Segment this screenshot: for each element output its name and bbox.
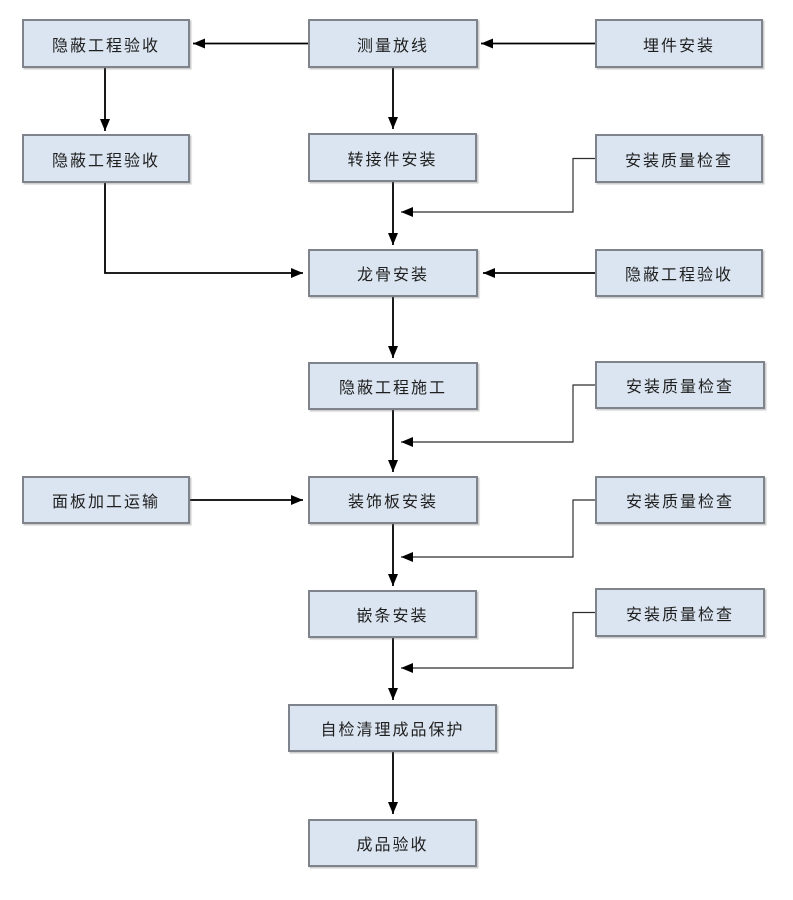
node-adapter-install: 转接件安装 xyxy=(308,133,477,182)
node-quality-check-1: 安装质量检查 xyxy=(595,134,763,183)
node-panel-processing-transport: 面板加工运输 xyxy=(22,476,190,524)
node-decorative-panel-install: 装饰板安装 xyxy=(308,476,478,524)
node-quality-check-4: 安装质量检查 xyxy=(595,588,765,637)
node-hidden-works-acceptance-1: 隐蔽工程验收 xyxy=(22,19,190,68)
node-finished-product-acceptance: 成品验收 xyxy=(308,819,477,867)
node-hidden-works-construction: 隐蔽工程施工 xyxy=(308,362,478,410)
node-quality-check-2: 安装质量检查 xyxy=(595,361,765,409)
node-embedded-parts-install: 埋件安装 xyxy=(595,19,763,68)
node-keel-install: 龙骨安装 xyxy=(308,249,478,297)
node-trim-strip-install: 嵌条安装 xyxy=(308,590,477,638)
node-self-check-cleanup-protection: 自检清理成品保护 xyxy=(288,704,497,752)
edge-hidden2-to-keel xyxy=(104,183,303,278)
node-measure-setout: 测量放线 xyxy=(308,19,478,68)
node-hidden-works-acceptance-3: 隐蔽工程验收 xyxy=(595,249,763,297)
node-hidden-works-acceptance-2: 隐蔽工程验收 xyxy=(22,134,190,183)
node-quality-check-3: 安装质量检查 xyxy=(595,476,765,524)
